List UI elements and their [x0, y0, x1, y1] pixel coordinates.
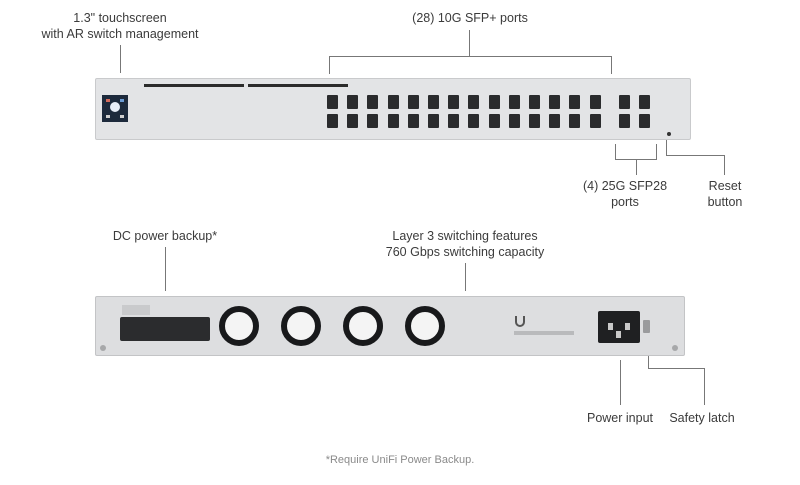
sfp-plus-port[interactable]	[387, 114, 399, 128]
regulatory-marks	[514, 331, 574, 335]
sfp-plus-port[interactable]	[589, 114, 601, 128]
sfp-plus-port[interactable]	[569, 95, 581, 109]
sfp-plus-port[interactable]	[428, 95, 439, 109]
sfp-plus-callout: (28) 10G SFP+ ports	[412, 11, 528, 25]
sfp-plus-port[interactable]	[367, 114, 379, 128]
sfp-plus-port[interactable]	[407, 95, 419, 109]
rear-label-sticker	[122, 305, 150, 315]
layer3-callout: Layer 3 switching features 760 Gbps swit…	[360, 228, 570, 260]
switch-front-panel	[95, 78, 691, 140]
screw-icon	[672, 345, 678, 351]
sfp-plus-port[interactable]	[468, 95, 480, 109]
sfp28-bracket-stem	[636, 159, 637, 175]
sfp28-callout-line2: ports	[611, 195, 639, 209]
sfp-plus-port[interactable]	[549, 114, 561, 128]
sfp-plus-port[interactable]	[529, 95, 540, 109]
sfp-plus-port[interactable]	[347, 95, 359, 109]
reset-callout-line1: Reset	[708, 179, 742, 193]
safety-latch-leader-across	[648, 368, 705, 369]
reset-leader-across	[666, 155, 725, 156]
sfp-plus-port[interactable]	[508, 114, 520, 128]
touchscreen-leader	[120, 45, 121, 73]
touchscreen-callout-line1: 1.3" touchscreen	[73, 11, 167, 25]
sfp-plus-port[interactable]	[367, 95, 379, 109]
sfp28-port[interactable]	[639, 114, 650, 128]
sfp-plus-bracket-right	[611, 56, 612, 74]
sfp-plus-bracket-stem	[469, 30, 470, 56]
reset-leader-down	[666, 140, 667, 155]
sfp-plus-port[interactable]	[488, 95, 500, 109]
power-input-leader	[620, 360, 621, 405]
ubiquiti-logo-icon	[515, 316, 525, 327]
touchscreen-callout-line2: with AR switch management	[41, 27, 199, 41]
dc-power-leader	[165, 247, 166, 291]
sfp28-port[interactable]	[619, 95, 630, 109]
dc-power-callout: DC power backup*	[112, 229, 218, 243]
fan-vent-icon	[405, 306, 445, 346]
ac-pin	[625, 323, 630, 330]
front-accent-bar	[248, 84, 348, 87]
footnote: *Require UniFi Power Backup.	[325, 454, 475, 466]
touchscreen-callout: 1.3" touchscreen with AR switch manageme…	[40, 10, 200, 42]
power-input-callout: Power input	[586, 411, 653, 425]
sfp28-callout: (4) 25G SFP28 ports	[575, 178, 675, 210]
power-input-socket[interactable]	[598, 311, 640, 343]
sfp28-port[interactable]	[639, 95, 650, 109]
fan-vent-icon	[281, 306, 321, 346]
sfp-plus-port[interactable]	[488, 114, 500, 128]
sfp-plus-port[interactable]	[508, 95, 520, 109]
dc-power-port-cover[interactable]	[120, 317, 210, 341]
sfp-plus-port[interactable]	[549, 95, 561, 109]
switch-rear-panel	[95, 296, 685, 356]
sfp-plus-port[interactable]	[407, 114, 419, 128]
sfp-plus-port[interactable]	[529, 114, 540, 128]
layer3-leader	[465, 263, 466, 291]
reset-button[interactable]	[667, 132, 671, 136]
sfp-plus-port[interactable]	[589, 95, 601, 109]
sfp-plus-port[interactable]	[569, 114, 581, 128]
fan-vent-icon	[219, 306, 259, 346]
sfp-plus-port[interactable]	[468, 114, 480, 128]
sfp-plus-port[interactable]	[347, 114, 359, 128]
touchscreen-display-icon	[102, 95, 128, 122]
sfp-plus-bracket-left	[329, 56, 330, 74]
safety-latch[interactable]	[643, 320, 650, 333]
sfp28-callout-line1: (4) 25G SFP28	[582, 179, 668, 193]
fan-vent-icon	[343, 306, 383, 346]
sfp-plus-port[interactable]	[448, 95, 460, 109]
sfp28-bracket-left	[615, 144, 616, 159]
safety-latch-callout: Safety latch	[669, 411, 735, 425]
sfp-plus-port[interactable]	[327, 114, 338, 128]
front-accent-bar	[144, 84, 244, 87]
ac-pin	[608, 323, 613, 330]
layer3-callout-line2: 760 Gbps switching capacity	[385, 245, 545, 259]
sfp28-bracket-right	[656, 144, 657, 159]
reset-callout-line2: button	[707, 195, 743, 209]
ac-pin	[616, 331, 621, 338]
reset-callout: Reset button	[695, 178, 755, 210]
touchscreen[interactable]	[102, 95, 128, 122]
sfp-plus-port[interactable]	[448, 114, 460, 128]
sfp-plus-port[interactable]	[387, 95, 399, 109]
sfp-plus-port[interactable]	[428, 114, 439, 128]
safety-latch-leader-drop	[704, 368, 705, 405]
screw-icon	[100, 345, 106, 351]
reset-leader-drop	[724, 155, 725, 175]
sfp-plus-bracket-top	[329, 56, 612, 57]
layer3-callout-line1: Layer 3 switching features	[392, 229, 538, 243]
sfp28-port[interactable]	[619, 114, 630, 128]
sfp-plus-port[interactable]	[327, 95, 338, 109]
